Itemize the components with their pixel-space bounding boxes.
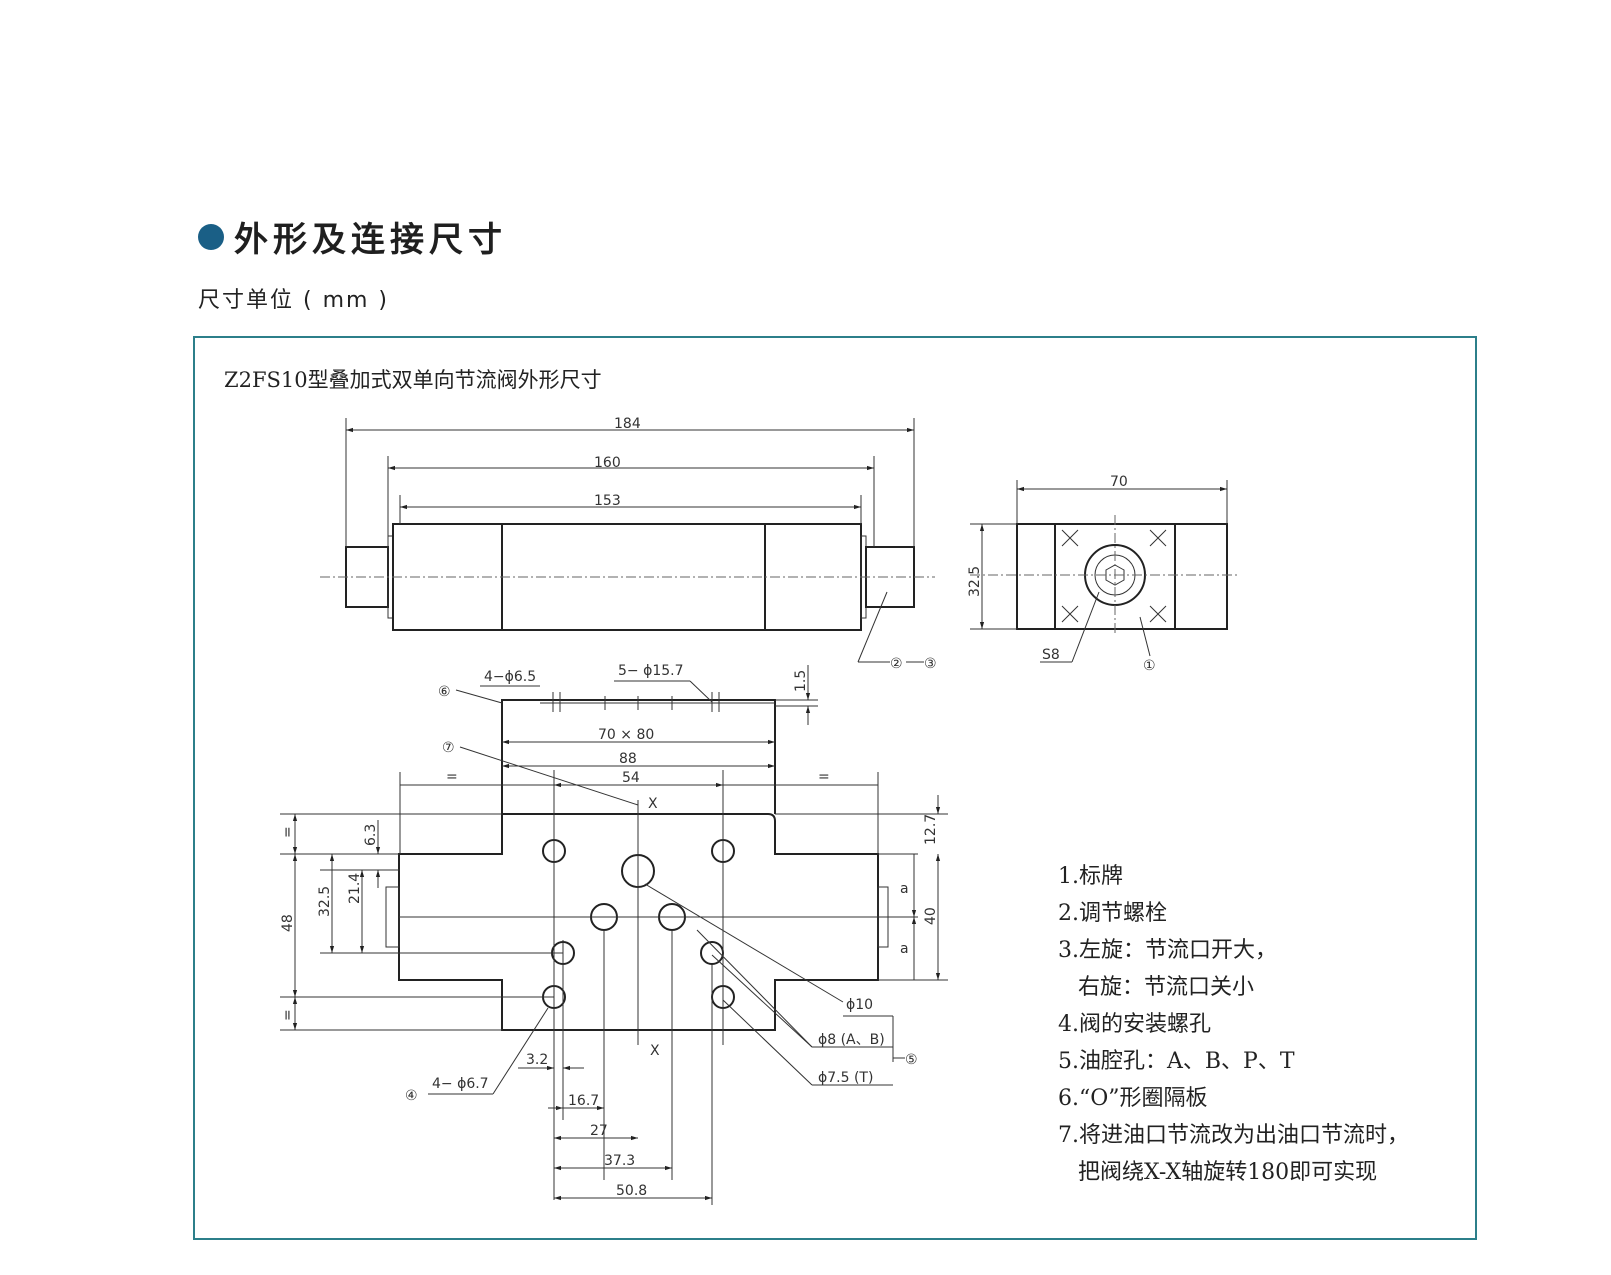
- dim-48: 48: [280, 914, 296, 932]
- note-4: 4.阀的安装螺孔: [1058, 1012, 1211, 1037]
- dim-eq-lower: =: [280, 1009, 296, 1021]
- dim-eq-right: =: [818, 769, 830, 785]
- note-6: 6.“O”形圈隔板: [1058, 1086, 1208, 1111]
- dim-holes-6-7: 4− ϕ6.7: [432, 1076, 489, 1092]
- dim-27: 27: [590, 1123, 608, 1139]
- label-s8: S8: [1042, 647, 1060, 663]
- callout-3: ③: [924, 656, 937, 672]
- dim-88: 88: [619, 751, 637, 767]
- dim-phi-8-ab: ϕ8 (A、B): [818, 1032, 885, 1048]
- dim-21-4: 21.4: [347, 873, 363, 904]
- dim-a-bottom: a: [900, 941, 909, 957]
- front-view: 184 160 153 ② ③: [320, 416, 937, 672]
- note-3-cont: 右旋：节流口关小: [1078, 975, 1255, 1000]
- dim-50-8: 50.8: [616, 1183, 647, 1199]
- figure-caption: Z2FS10型叠加式双单向节流阀外形尺寸: [224, 368, 602, 392]
- dim-a-top: a: [900, 881, 909, 897]
- legend-notes: 1.标牌 2.调节螺栓 3.左旋：节流口开大， 右旋：节流口关小 4.阀的安装螺…: [1058, 858, 1409, 1191]
- x-label-top: X: [648, 796, 658, 812]
- callout-7: ⑦: [442, 740, 455, 756]
- dim-70: 70: [1110, 474, 1128, 490]
- note-2: 2.调节螺栓: [1058, 901, 1167, 926]
- side-view: 70 32.5 S8 ①: [967, 474, 1240, 674]
- dim-32-5-side: 32.5: [967, 566, 983, 597]
- dim-40: 40: [923, 907, 939, 925]
- note-7-cont: 把阀绕X-X轴旋转180即可实现: [1078, 1160, 1378, 1185]
- dim-32-5: 32.5: [317, 886, 333, 917]
- bullet-icon: [198, 223, 224, 250]
- callout-6: ⑥: [438, 684, 451, 700]
- dim-eq-upper: =: [280, 826, 296, 838]
- dim-16-7: 16.7: [568, 1093, 599, 1109]
- dim-6-3: 6.3: [363, 824, 379, 846]
- dim-184: 184: [614, 416, 641, 432]
- dim-37-3: 37.3: [604, 1153, 635, 1169]
- dim-54: 54: [622, 770, 640, 786]
- dim-phi-7-5-t: ϕ7.5 (T): [818, 1070, 873, 1086]
- dim-3-2: 3.2: [526, 1052, 548, 1068]
- dim-holes-15-7: 5− ϕ15.7: [618, 663, 684, 679]
- dim-12-7: 12.7: [923, 814, 939, 845]
- drawing-frame: [193, 336, 1477, 1240]
- dim-phi-10: ϕ10: [846, 997, 873, 1013]
- note-1: 1.标牌: [1058, 864, 1123, 889]
- section-title: 外形及连接尺寸: [234, 220, 507, 260]
- dim-70x80: 70 × 80: [598, 727, 654, 743]
- callout-4: ④: [405, 1088, 418, 1104]
- plan-view: X X 4−ϕ6.5 5− ϕ15.7 1.5 ⑥ 70 × 80 88 54 …: [280, 663, 948, 1205]
- units-label: 尺寸单位 ( mm ): [198, 288, 390, 313]
- note-7: 7.将进油口节流改为出油口节流时，: [1058, 1123, 1409, 1148]
- note-5: 5.油腔孔：A、B、P、T: [1058, 1049, 1295, 1074]
- callout-1: ①: [1143, 658, 1156, 674]
- x-label-bottom: X: [650, 1043, 660, 1059]
- dim-153: 153: [594, 493, 621, 509]
- section-header: 外形及连接尺寸: [198, 212, 507, 261]
- callout-2: ②: [890, 656, 903, 672]
- dim-1-5: 1.5: [793, 670, 809, 692]
- dim-holes-6-5: 4−ϕ6.5: [484, 669, 536, 685]
- dim-160: 160: [594, 455, 621, 471]
- dim-eq-left: =: [446, 769, 458, 785]
- callout-5: ⑤: [905, 1052, 918, 1068]
- note-3: 3.左旋：节流口开大，: [1058, 938, 1277, 963]
